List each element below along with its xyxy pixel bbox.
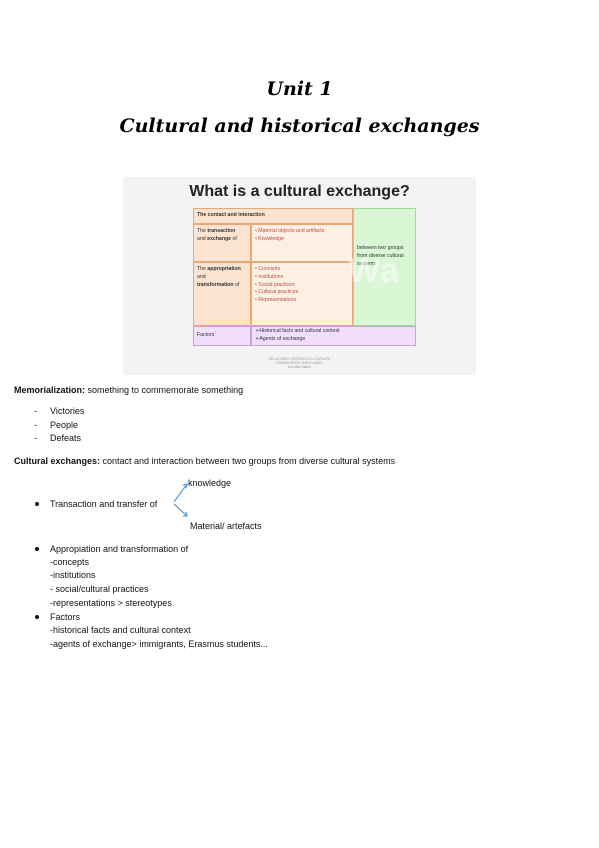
memorialization-definition: something to commemorate something <box>85 385 244 395</box>
cultural-exchanges-definition: contact and interaction between two grou… <box>100 456 396 466</box>
bullet-dot <box>35 502 39 506</box>
watermark: Wa <box>348 252 400 290</box>
exchange-post: of <box>231 235 237 242</box>
factors-label-cell: Factors <box>193 326 251 346</box>
row-contact-label: The contact and interaction <box>197 212 265 218</box>
slide-footer: RELACIONES HISTÓRICO-CULTURALES ESPAÑA-R… <box>123 357 476 369</box>
transformation-post: of <box>233 281 240 288</box>
slide-title: What is a cultural exchange? <box>189 183 410 200</box>
bullet-dot <box>35 615 39 619</box>
transaction-item: • Knowledge <box>255 235 284 242</box>
appropriation-item: • Representations <box>255 297 297 304</box>
memorialization-item: People <box>50 420 79 430</box>
transaction-items-cell: • Material objects and artifacts • Knowl… <box>251 224 353 262</box>
appropriation-item: • Cultural practices <box>255 289 299 296</box>
appropriation-label-cell: The appropriation and transformation of <box>193 262 251 326</box>
memorialization-item: Victories <box>50 406 85 416</box>
exchange-bold: exchange <box>207 235 232 242</box>
dash-marker: - <box>34 406 37 416</box>
branch-top-text: knowledge <box>188 478 232 488</box>
bullet-dot <box>35 547 39 551</box>
dash-marker: - <box>34 433 37 443</box>
appropriation-line: -concepts <box>50 557 90 567</box>
appropriation-pre: The <box>197 266 208 272</box>
factors-label: Factors <box>197 332 215 338</box>
appropriation-item: • Institutions <box>255 273 284 280</box>
appropriation-heading: Appropiation and transformation of <box>50 544 189 554</box>
factors-items-cell: ➢Historical facts and cultural context ➢… <box>251 326 416 346</box>
transaction-item: • Material objects and artifacts <box>255 228 325 234</box>
between-cell: between two groups from diverse cultural… <box>353 208 416 326</box>
between-text: between two groups from diverse cultural… <box>357 245 404 267</box>
slide-image: What is a cultural exchange? The contact… <box>123 177 476 375</box>
appropriation-line: -institutions <box>50 570 96 580</box>
factors-line: -agents of exchange> immigrants, Erasmus… <box>50 639 268 649</box>
footer-line: Ana Marí Martín <box>288 365 311 370</box>
row-contact: The contact and interaction <box>193 208 353 224</box>
and-word: and <box>197 273 206 280</box>
unit-subtitle: Cultural and historical exchanges <box>119 115 480 137</box>
memorialization-line: Memorialization: something to commemorat… <box>14 384 243 397</box>
factors-item: ➢Agents of exchange <box>255 335 306 342</box>
transaction-pre: The <box>197 228 208 234</box>
transaction-bullet-text: Transaction and transfer of <box>50 499 158 509</box>
branch-bottom-text: Material/ artefacts <box>190 521 262 531</box>
footer-line: ESPAÑA-REINO UNIDO-UNIÓN <box>276 361 323 366</box>
memorialization-item: Defeats <box>50 433 82 443</box>
branch-arrows-icon <box>173 483 188 517</box>
transaction-bold: transaction <box>207 228 236 234</box>
appropriation-bold: appropriation <box>207 266 241 272</box>
appropriation-item: • Social practices <box>255 281 295 288</box>
memorialization-term: Memorialization: <box>14 385 86 395</box>
dash-marker: - <box>34 420 37 430</box>
appropriation-line: - social/cultural practices <box>50 584 149 594</box>
factors-item: ➢Historical facts and cultural context <box>255 328 340 334</box>
footer-line: RELACIONES HISTÓRICO-CULTURALES <box>268 357 331 361</box>
factors-heading: Factors <box>50 612 81 622</box>
transaction-label-cell: The transaction and exchange of <box>193 224 251 262</box>
unit-title: Unit 1 <box>266 78 333 100</box>
transaction-mid: and <box>197 235 208 242</box>
appropriation-items-cell: • Concepts • Institutions • Social pract… <box>251 262 353 326</box>
factors-line: -historical facts and cultural context <box>50 625 191 635</box>
appropriation-line: -representations > stereotypes <box>50 598 172 608</box>
transformation-bold: transformation <box>197 281 234 288</box>
cultural-exchanges-line: Cultural exchanges: contact and interact… <box>14 455 395 468</box>
appropriation-item: • Concepts <box>255 266 281 272</box>
cultural-exchanges-term: Cultural exchanges: <box>14 456 101 466</box>
